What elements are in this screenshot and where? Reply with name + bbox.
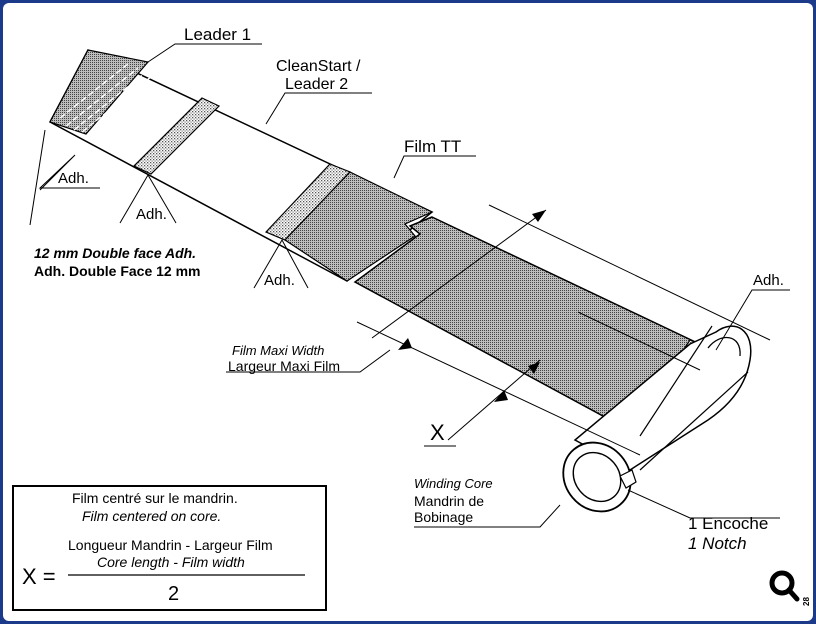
arrow-head-3: [528, 362, 540, 374]
adh-label-1: Adh.: [58, 170, 89, 187]
winding-core-en: Winding Core: [414, 476, 493, 491]
film-max-width-fr: Largeur Maxi Film: [228, 358, 340, 374]
notch-fr: 1 Encoche: [688, 514, 768, 533]
leader-hatched-end: [49, 49, 150, 135]
formula-numerator-en: Core length - Film width: [97, 554, 245, 570]
x-label: X: [430, 420, 445, 445]
winding-core-fr-1: Mandrin de: [414, 493, 484, 509]
page-number: 28: [802, 597, 811, 606]
winding-core-fr-2: Bobinage: [414, 509, 473, 525]
cleanstart-label-line1: CleanStart /: [276, 58, 361, 75]
core-bottom-line: [639, 371, 749, 471]
callout-lines: [29, 43, 790, 528]
magnifier-icon[interactable]: [769, 570, 800, 602]
formula-line-en: Film centered on core.: [82, 508, 221, 524]
arrow-head-2: [398, 338, 412, 350]
double-face-en: 12 mm Double face Adh.: [34, 245, 196, 261]
winding-core-body: [573, 325, 752, 471]
diagram-frame: Leader 1 CleanStart / Leader 2 Film TT A…: [3, 3, 813, 621]
core-back-edge: [707, 336, 741, 357]
formula-numerator-fr: Longueur Mandrin - Largeur Film: [68, 537, 273, 553]
arrow-head-4: [494, 390, 508, 402]
film-tt-section-1: [284, 171, 434, 282]
adh-label-2: Adh.: [136, 206, 167, 223]
formula-x-equals: X =: [22, 564, 56, 589]
formula-line-fr: Film centré sur le mandrin.: [72, 490, 238, 506]
film-leader-diagram: Leader 1 CleanStart / Leader 2 Film TT A…: [12, 25, 811, 611]
cleanstart-label-line2: Leader 2: [285, 76, 348, 93]
adhesive-band-1: [132, 97, 221, 175]
notch-en: 1 Notch: [688, 534, 747, 553]
formula-box: [12, 485, 327, 611]
core-inner-ring: [572, 451, 622, 503]
leader1-label: Leader 1: [184, 25, 251, 44]
film-tt-label: Film TT: [404, 137, 461, 156]
arrow-head-1: [532, 210, 546, 222]
double-face-fr: Adh. Double Face 12 mm: [34, 263, 200, 279]
formula-denominator: 2: [168, 583, 179, 605]
adh-label-3: Adh.: [264, 272, 295, 289]
leader-dashes: [59, 63, 153, 133]
film-max-width-en: Film Maxi Width: [232, 343, 324, 358]
notch-icon: [619, 469, 637, 489]
core-top-line: [639, 325, 713, 437]
adh-label-4: Adh.: [753, 272, 784, 289]
